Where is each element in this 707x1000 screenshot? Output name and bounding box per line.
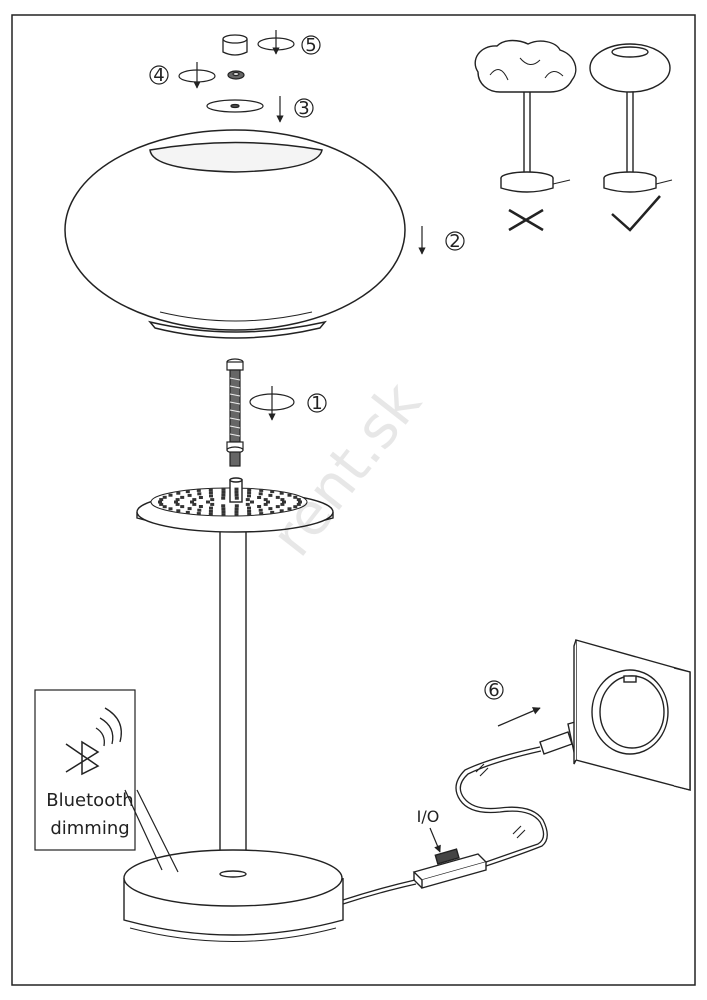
rotate-arrow-icon xyxy=(257,30,295,55)
step-1-label: 1 xyxy=(311,393,322,414)
cap-nut xyxy=(222,34,248,56)
power-cable xyxy=(342,746,548,905)
callout-text-line1: Bluetooth xyxy=(46,790,133,811)
glass-shade xyxy=(64,129,406,339)
plug-in-arrow-icon xyxy=(497,707,541,727)
step-4-label: 4 xyxy=(153,65,164,86)
step-2-label: 2 xyxy=(449,231,460,252)
watermark: rent.sk xyxy=(257,369,434,569)
bluetooth-icon xyxy=(65,740,100,776)
washer xyxy=(206,99,264,113)
wrong-placement-illustration xyxy=(474,39,577,193)
page-border xyxy=(11,14,696,986)
led-chips xyxy=(158,487,302,517)
bluetooth-callout: Bluetooth dimming xyxy=(34,689,179,873)
threaded-rod xyxy=(226,358,244,467)
rotate-arrow-icon xyxy=(249,386,295,421)
correct-mark-icon xyxy=(611,195,661,232)
step-6-label: 6 xyxy=(488,680,499,701)
callout-text-line2: dimming xyxy=(50,818,129,839)
step-5-label: 5 xyxy=(305,35,316,56)
wireless-signal-icon xyxy=(95,707,122,747)
lamp-stem xyxy=(219,532,247,874)
correct-placement-illustration xyxy=(589,43,673,193)
inline-switch xyxy=(412,848,488,889)
nut xyxy=(227,70,245,80)
pointer-line xyxy=(429,827,441,853)
wall-socket xyxy=(573,639,691,791)
step-3-label: 3 xyxy=(298,98,309,119)
lamp-base xyxy=(123,849,344,942)
wrong-mark-icon xyxy=(508,208,544,232)
rotate-arrow-icon xyxy=(178,62,216,89)
switch-label: I/O xyxy=(417,807,440,826)
